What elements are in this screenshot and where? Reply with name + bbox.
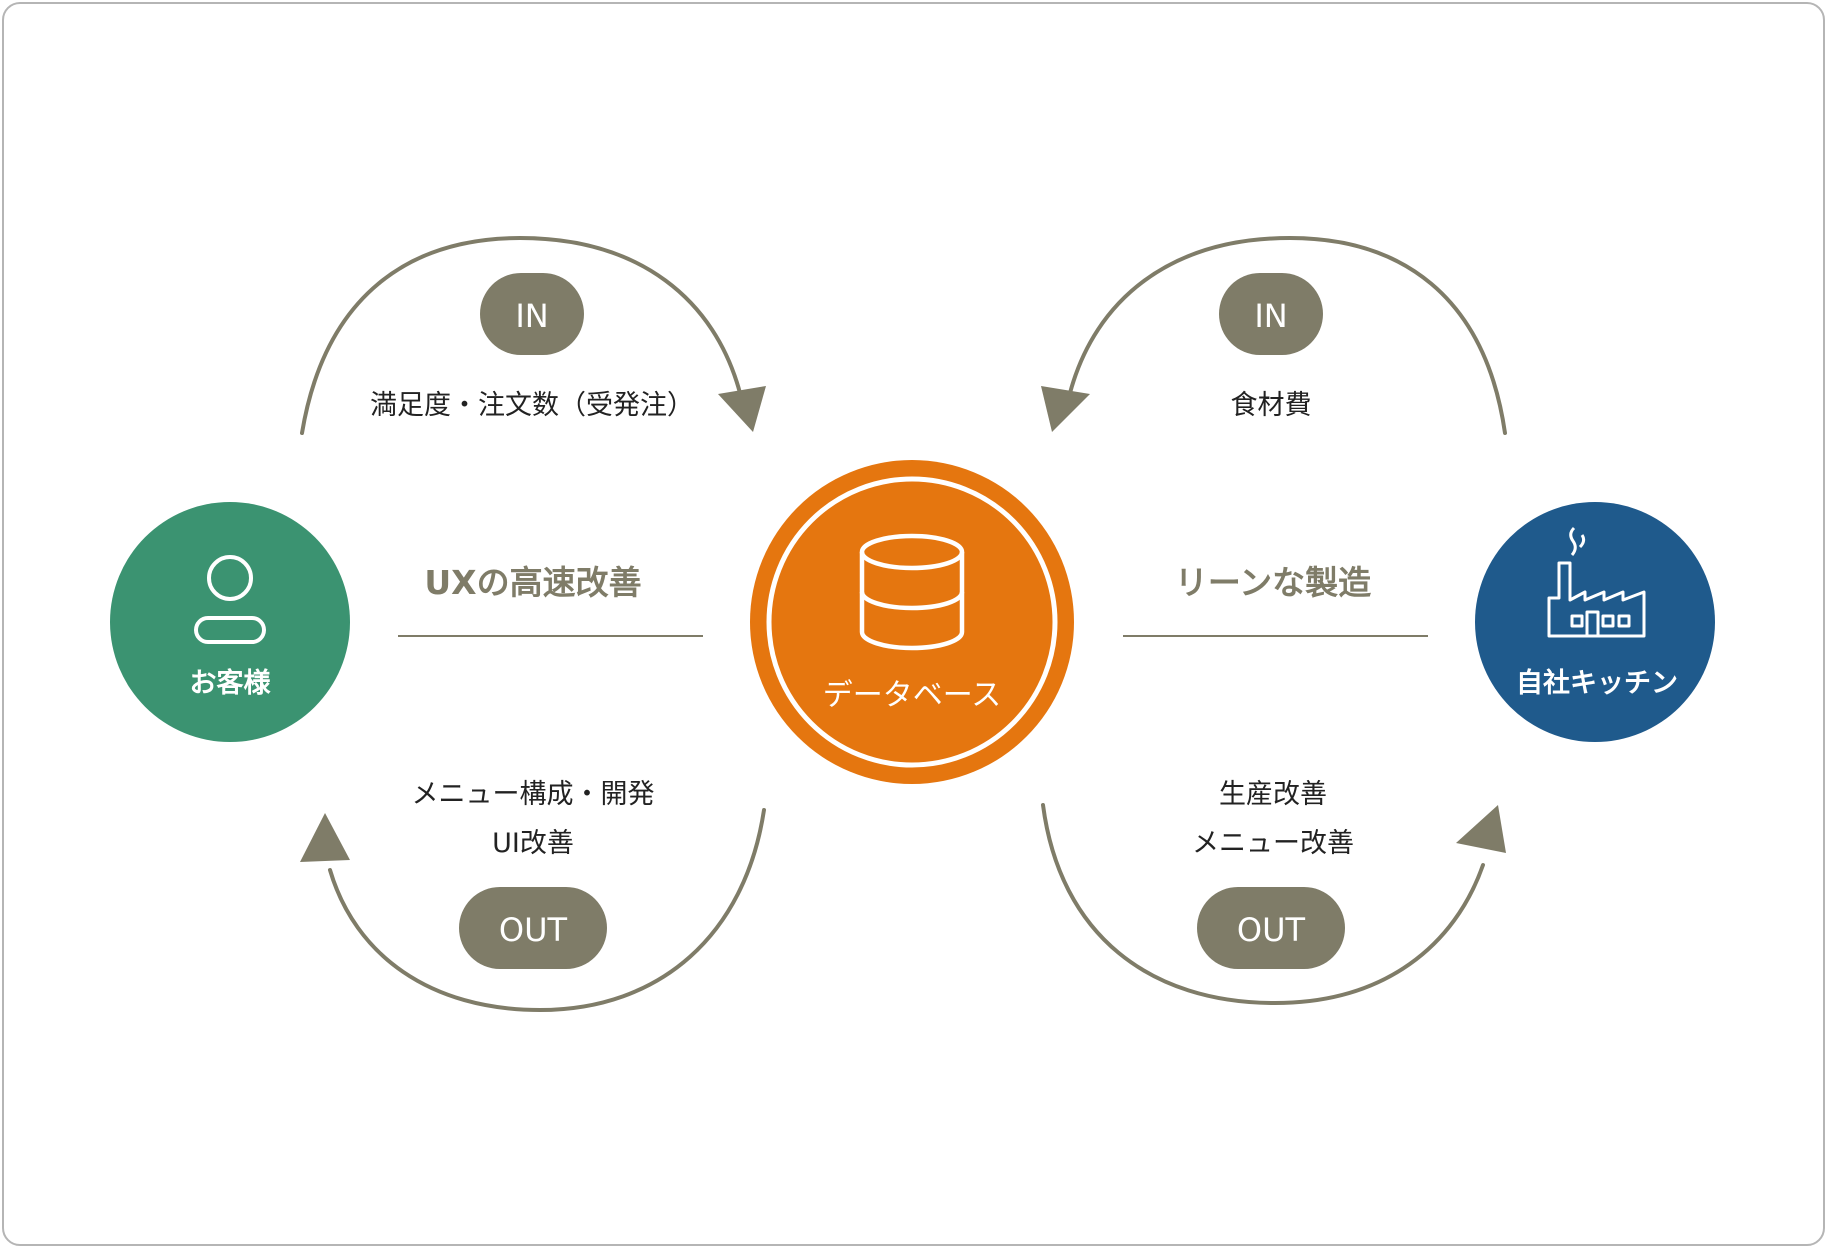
database-node: データベース bbox=[750, 460, 1074, 784]
left-out-text-line1: メニュー構成・開発 bbox=[412, 779, 655, 810]
right-in-text: 食材費 bbox=[1231, 390, 1312, 421]
left-out-arc bbox=[328, 808, 766, 1013]
factory-icon bbox=[1547, 526, 1646, 638]
kitchen-node: 自社キッチン bbox=[1475, 502, 1715, 742]
left-out-text-line2: UI改善 bbox=[492, 828, 574, 859]
left-in-badge-label: IN bbox=[515, 297, 548, 335]
right-out-badge: OUT bbox=[1197, 887, 1345, 969]
customer-node: お客様 bbox=[110, 502, 350, 742]
kitchen-label: 自社キッチン bbox=[1516, 667, 1678, 699]
left-in-arc bbox=[300, 235, 742, 435]
right-out-text-line1: 生産改善 bbox=[1219, 779, 1327, 810]
left-in-badge: IN bbox=[480, 273, 584, 355]
right-heading: リーンな製造 bbox=[1175, 563, 1371, 602]
right-out-arrowhead bbox=[1456, 805, 1506, 853]
database-label: データベース bbox=[823, 678, 1002, 713]
left-in-text: 満足度・注文数（受発注） bbox=[370, 390, 694, 421]
right-in-arrowhead bbox=[1041, 386, 1090, 432]
right-in-badge: IN bbox=[1219, 273, 1323, 355]
customer-label: お客様 bbox=[190, 667, 272, 699]
right-out-text-line2: メニュー改善 bbox=[1192, 828, 1354, 859]
left-out-arrowhead bbox=[300, 813, 350, 862]
right-out-badge-label: OUT bbox=[1237, 911, 1306, 949]
left-out-badge-label: OUT bbox=[499, 911, 568, 949]
left-heading: UXの高速改善 bbox=[424, 563, 641, 602]
right-in-arc bbox=[1068, 235, 1507, 435]
left-in-arrowhead bbox=[718, 386, 766, 432]
right-out-arc bbox=[1041, 803, 1485, 1006]
person-icon bbox=[194, 555, 266, 644]
left-out-badge: OUT bbox=[459, 887, 607, 969]
database-icon bbox=[859, 533, 965, 651]
right-in-badge-label: IN bbox=[1254, 297, 1287, 335]
